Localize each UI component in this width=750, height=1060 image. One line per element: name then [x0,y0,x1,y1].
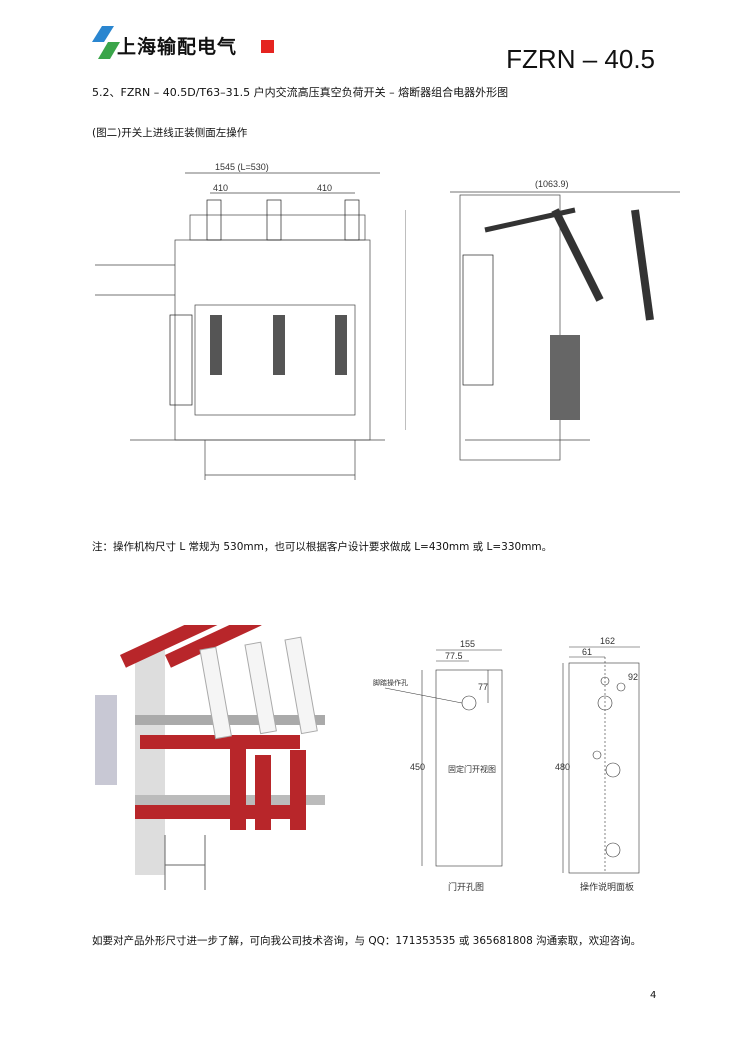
dim-side: (1063.9) [535,179,569,189]
dim-panel-top: 92 [628,672,638,682]
company-name: 上海输配电气 [117,36,238,58]
dim-panel-height: 480 [555,762,570,772]
dim-panel-width: 162 [600,636,615,646]
door-center-label: 固定门开视图 [448,764,496,774]
product-photo [95,625,325,890]
note-text: 注：操作机构尺寸 L 常规为 530mm，也可以根据客户设计要求做成 L=430… [92,541,553,553]
side-view-drawing: (1063.9) [405,179,680,461]
dim-spacing-1: 410 [213,183,228,193]
dim-door-half: 77.5 [445,651,463,661]
logo-red-square [261,40,274,53]
section-title: 5.2、FZRN – 40.5D/T63–31.5 户内交流高压真空负荷开关 –… [92,86,509,99]
dim-door-width: 155 [460,639,475,649]
dim-door-offset: 77 [478,682,488,692]
panel-drawing-title: 操作说明面板 [580,881,634,892]
model-title: FZRN – 40.5 [506,44,655,74]
contact-text: 如要对产品外形尺寸进一步了解，可向我公司技术咨询，与 QQ：171353535 … [92,935,642,947]
dim-spacing-2: 410 [317,183,332,193]
hole-label: 脚踏操作孔 [373,678,408,687]
dim-overall: 1545 (L=530) [215,162,269,172]
dim-door-height: 450 [410,762,425,772]
door-cutout-drawing: 155 77.5 77 450 脚踏操作孔 固定门开视图 门开孔图 162 61… [373,636,640,892]
door-drawing-title: 门开孔图 [448,881,484,892]
dim-panel-offset: 61 [582,647,592,657]
company-logo-icon [92,26,120,59]
figure-caption: (图二)开关上进线正装侧面左操作 [92,127,248,139]
front-view-drawing: 1545 (L=530) 410 410 [95,162,385,480]
page-number: 4 [650,990,657,1001]
